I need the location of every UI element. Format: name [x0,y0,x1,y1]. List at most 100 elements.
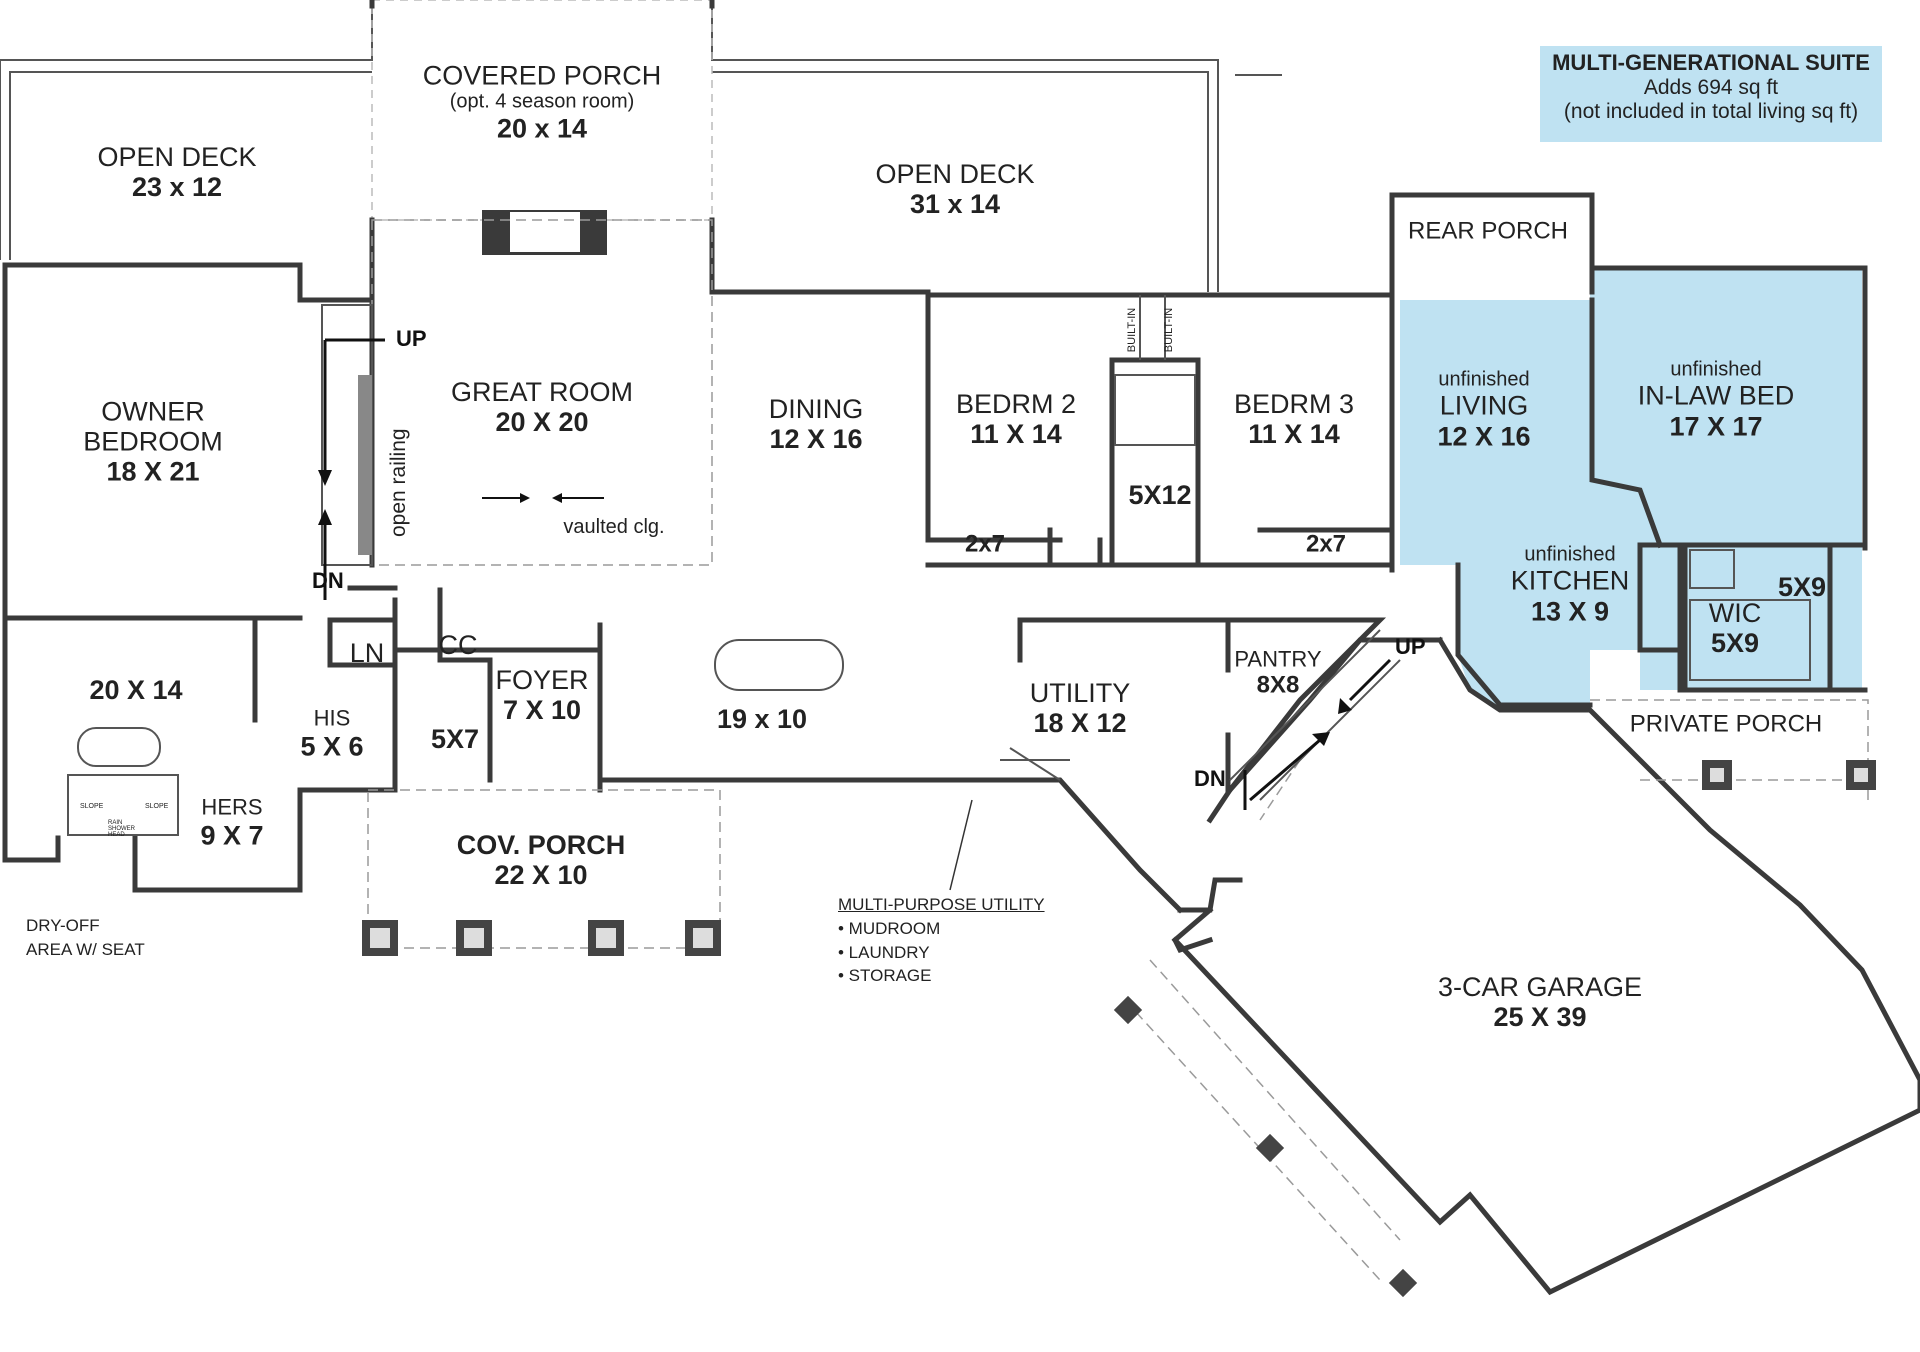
room-garage: 3-CAR GARAGE 25 X 39 [1438,972,1642,1032]
room-size: 25 X 39 [1493,1002,1587,1032]
room-size: 19 x 10 [716,703,808,734]
vaulted-note: vaulted clg. [563,515,665,538]
utility-note-item: • LAUNDRY [838,942,930,962]
stair-dn-label: DN [312,568,344,593]
room-name: HERS [201,794,263,820]
dry-off-line2: AREA W/ SEAT [26,939,145,959]
room-closet-b: 2x7 [1305,530,1347,559]
room-size: 13 X 9 [1530,596,1610,627]
room-name: HIS [313,705,351,731]
room-size: 12 X 16 [769,424,863,454]
room-pre: unfinished [1438,368,1530,391]
room-size: 23 x 12 [131,172,223,202]
room-size: 31 x 14 [909,189,1001,219]
room-owner-bedroom: OWNER BEDROOM 18 X 21 [83,397,223,488]
room-great-room: GREAT ROOM 20 X 20 [451,377,633,437]
stair-up-label-2: UP [1395,634,1426,659]
room-name: CC [438,629,478,660]
room-size: 20 x 14 [496,113,588,144]
suite-legend-line1: Adds 694 sq ft [1643,76,1779,99]
room-size: 8X8 [1256,670,1300,698]
dry-off-line1: DRY-OFF [26,916,100,935]
room-name: COV. PORCH [456,829,626,860]
built-in-label-2: BUILT-IN [1163,307,1176,353]
room-name: KITCHEN [1510,565,1630,596]
room-size: 12 X 16 [1437,421,1531,452]
fixtures [67,374,1811,836]
room-bath-5x12: 5X12 [1128,480,1191,510]
room-name: BEDRM 2 [955,388,1077,419]
room-powder: 5X7 [431,724,479,754]
room-name: DINING [768,393,864,424]
room-name: LN [349,637,385,668]
room-name: LIVING [1439,390,1529,421]
columns [362,760,1876,1298]
room-bedrm2: BEDRM 2 11 X 14 [956,389,1076,449]
interior-walls [2,295,1833,793]
room-size: 5 X 6 [300,731,364,762]
room-size: 22 X 10 [494,860,588,890]
utility-note: MULTI-PURPOSE UTILITY • MUDROOM • LAUNDR… [838,893,1045,988]
room-size: 9 X 7 [200,820,264,851]
stair-up-label: UP [396,326,427,351]
room-name: OPEN DECK [875,158,1035,189]
room-size: 11 X 14 [1248,419,1340,449]
room-name: GREAT ROOM [450,376,634,407]
room-name: BEDRM 3 [1233,388,1355,419]
room-size: 7 X 10 [502,695,582,725]
room-open-deck-right: OPEN DECK 31 x 14 [875,159,1034,219]
room-size: 5X12 [1128,479,1192,510]
room-foyer: FOYER 7 X 10 [495,665,588,725]
room-suite-living: unfinished LIVING 12 X 16 [1437,369,1530,452]
room-name: 3-CAR GARAGE [1437,971,1643,1002]
room-pre: unfinished [1524,543,1616,566]
room-suite-kitchen: unfinished KITCHEN 13 X 9 [1511,544,1630,627]
room-size: 5X9 [1710,628,1760,658]
room-name: UTILITY [1029,677,1131,708]
room-hers: HERS 9 X 7 [200,794,264,851]
room-name: FOYER [495,664,589,695]
suite-legend-line2: (not included in total living sq ft) [1563,100,1859,123]
room-size: 5X9 [1777,571,1827,602]
room-his: HIS 5 X 6 [300,705,364,762]
shower-head-label: RAIN SHOWER HEAD [108,820,135,838]
dry-off-note: DRY-OFF AREA W/ SEAT [26,914,145,962]
room-size: 18 X 12 [1033,708,1127,738]
room-bedrm3: BEDRM 3 11 X 14 [1234,389,1354,449]
room-covered-porch: COVERED PORCH (opt. 4 season room) 20 x … [423,61,662,144]
room-pre: unfinished [1670,358,1762,381]
room-open-deck-left: OPEN DECK 23 x 12 [97,142,256,202]
room-size: 2x7 [1305,530,1347,558]
utility-note-item: • STORAGE [838,966,932,986]
stairs [318,304,1401,810]
room-private-porch: PRIVATE PORCH [1629,710,1823,739]
stair-dn-label-2: DN [1194,766,1226,791]
room-suite-wic: WIC 5X9 [1709,598,1761,658]
shower-slope-1: SLOPE [80,803,104,810]
room-cov-porch: COV. PORCH 22 X 10 [457,830,626,890]
room-name: PRIVATE PORCH [1629,710,1823,738]
room-size: 18 X 21 [106,457,200,488]
room-name: WIC [1708,597,1762,628]
room-name: REAR PORCH [1407,217,1569,245]
utility-note-title: MULTI-PURPOSE UTILITY [838,895,1045,914]
room-suite-bed: unfinished IN-LAW BED 17 X 17 [1638,359,1795,442]
room-rear-porch: REAR PORCH [1407,217,1569,246]
shower-slope-2: SLOPE [145,803,169,810]
room-size: 2x7 [964,530,1006,558]
room-size: 11 X 14 [970,419,1062,449]
room-name-2: BEDROOM [83,426,223,457]
utility-note-item: • MUDROOM [838,918,941,938]
room-master-bath: 20 X 14 [89,675,182,705]
room-name: COVERED PORCH [422,60,662,91]
room-name: IN-LAW BED [1637,380,1795,411]
room-ln: LN [350,638,385,668]
room-size: 5X7 [430,723,480,754]
room-closet-a: 2x7 [964,530,1006,559]
room-sub: (opt. 4 season room) [449,90,635,113]
room-dining: DINING 12 X 16 [769,394,864,454]
room-suite-bath: 5X9 [1778,572,1826,602]
built-in-label-1: BUILT-IN [1126,307,1139,353]
vault-arrows [482,493,604,503]
